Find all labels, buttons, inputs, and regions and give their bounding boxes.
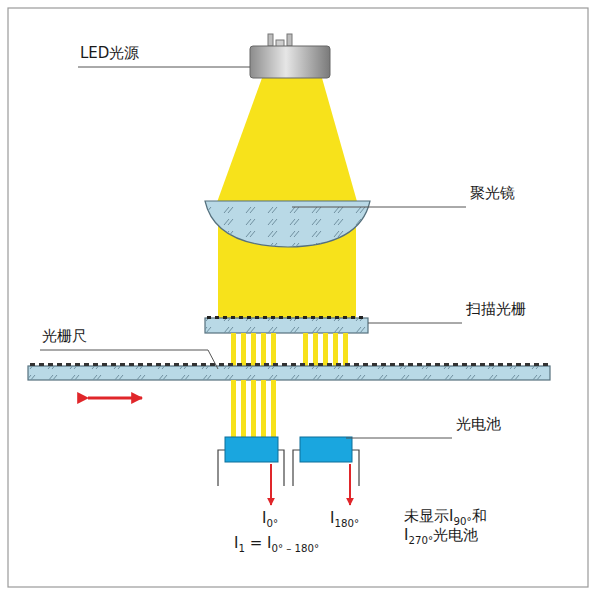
light-rays (231, 333, 348, 366)
text-run: 扫描光栅 (466, 300, 526, 318)
label-text: LED光源 (80, 44, 139, 63)
text-run: 聚光镜 (470, 184, 515, 202)
light-rays (231, 380, 276, 437)
frame (8, 8, 588, 587)
light-cone (216, 78, 358, 205)
text-run: I (262, 509, 266, 527)
grating-scale (28, 363, 550, 380)
condenser-lens (205, 201, 370, 247)
subscript: 270° (408, 534, 433, 545)
label-text: 扫描光栅 (466, 300, 526, 319)
text-run: 光电池 (433, 526, 478, 544)
subscript: 0° (266, 518, 278, 529)
photocell (218, 437, 284, 486)
label-text: 光栅尺 (42, 327, 87, 346)
label-text: 光电池 (456, 415, 501, 434)
scanning-grating (205, 316, 368, 333)
label-text: I0° (262, 509, 278, 528)
text-run: 光电池 (456, 415, 501, 433)
text-run: I (330, 509, 334, 527)
label-text: 未显示I90°和 I270°光电池 (404, 507, 516, 545)
subscript: 0° – 180° (271, 543, 319, 554)
signal-arrow (270, 464, 272, 505)
label-text: I1 = I0° – 180° (234, 534, 319, 553)
subscript: 1 (238, 543, 244, 554)
led-source (250, 34, 330, 78)
leader-line (40, 67, 466, 438)
subscript: 90° (453, 516, 471, 527)
motion-arrow (88, 397, 142, 400)
text-run: 未显示I (404, 507, 453, 525)
text-run: = I (245, 534, 272, 552)
text-run: I (234, 534, 238, 552)
signal-arrow (349, 464, 351, 505)
label-text: I180° (330, 509, 359, 528)
text-run: 光栅尺 (42, 327, 87, 345)
subscript: 180° (334, 518, 359, 529)
label-text: 聚光镜 (470, 184, 515, 203)
text-run: LED光源 (80, 44, 139, 62)
